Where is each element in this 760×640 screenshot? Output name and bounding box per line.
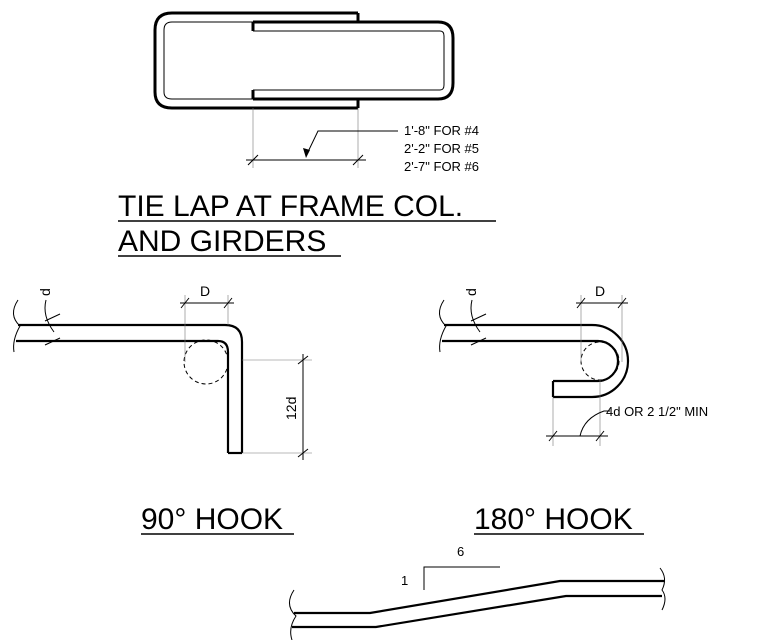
tie-lap-detail: 1'-8" FOR #4 2'-2" FOR #5 2'-7" FOR #6 T…	[118, 11, 496, 258]
slope-rise-label: 1	[401, 573, 408, 588]
hook90-12d-label: 12d	[283, 397, 299, 420]
tie-note-line-2: 2'-2" FOR #5	[404, 141, 479, 156]
hook180-bar-inner	[442, 339, 620, 383]
offset-bar-detail: 1 6	[289, 544, 666, 640]
hook90-bar-bottom	[16, 339, 230, 453]
tie-inner-loop	[253, 30, 445, 91]
hook90-d-tick-2	[44, 337, 61, 346]
hook180-D-tick-left	[576, 297, 586, 309]
tie-note-line-1: 1'-8" FOR #4	[404, 123, 479, 138]
offset-bar-bottom	[292, 594, 662, 629]
hook180-title: 180° HOOK	[474, 503, 633, 536]
hook180-4d-label: 4d OR 2 1/2" MIN	[606, 404, 708, 419]
hook180-D-label: D	[595, 283, 605, 299]
hook90-title: 90° HOOK	[141, 503, 283, 536]
hook90-d-label: d	[37, 288, 53, 296]
tie-dim-tick-left	[247, 154, 259, 166]
tie-leader-arrow	[303, 148, 310, 158]
hook180-d-label: d	[463, 288, 479, 296]
hook90-D-tick-right	[223, 297, 233, 309]
hook-90-detail: d D 12d 90° HOOK	[13, 283, 312, 536]
tie-note-leader	[305, 130, 398, 157]
hook90-12d-tick-bottom	[297, 448, 309, 458]
tie-note-line-3: 2'-7" FOR #6	[404, 159, 479, 174]
hook90-D-tick-left	[180, 297, 190, 309]
hook180-D-tick-right	[617, 297, 627, 309]
hook180-bar-outer	[444, 323, 630, 399]
hook90-bar-top	[18, 323, 244, 453]
slope-run-label: 6	[457, 544, 464, 559]
tie-outer-bar	[153, 11, 358, 110]
hook180-d-tick-2	[470, 337, 487, 346]
hook90-d-leader	[44, 299, 55, 333]
offset-bar-break-left	[289, 589, 297, 640]
tie-lap-title-line-1: TIE LAP AT FRAME COL.	[118, 190, 463, 223]
hook180-d-leader	[470, 299, 481, 333]
tie-outer-inner-loop	[163, 21, 358, 100]
slope-indicator	[423, 566, 500, 590]
tie-lap-title-line-2: AND GIRDERS	[118, 225, 326, 258]
hook180-4d-tick-right	[595, 430, 605, 442]
hook180-4d-leader	[579, 410, 610, 437]
tie-inner-bar	[253, 20, 455, 101]
hook90-12d-tick-top	[297, 355, 309, 365]
offset-bar-top	[294, 579, 664, 615]
tie-dim-tick-right	[352, 154, 364, 166]
hook90-D-label: D	[200, 283, 210, 299]
hook-180-detail: d D 4d OR 2 1/2" MIN 180° HOOK	[439, 283, 708, 536]
hook180-4d-tick-left	[548, 430, 558, 442]
offset-bar-break-right	[659, 567, 666, 611]
hook90-bend-circle	[183, 339, 229, 385]
